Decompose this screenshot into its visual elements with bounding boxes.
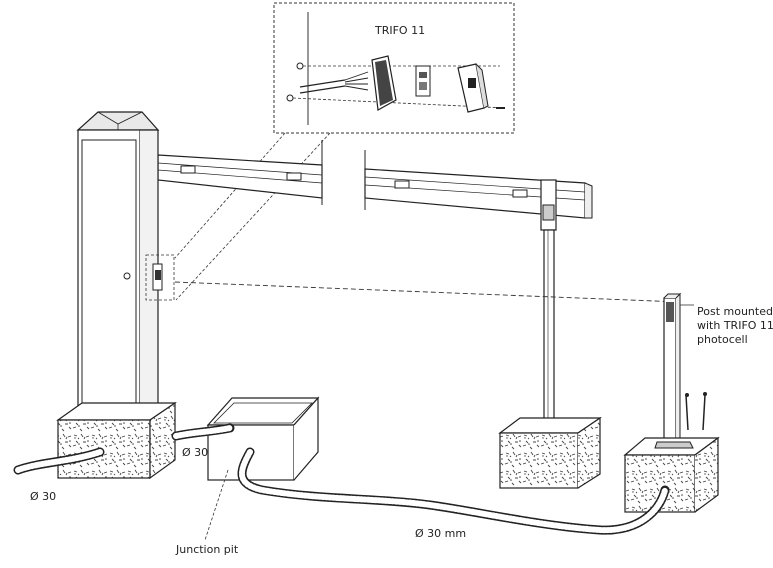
conduits xyxy=(13,423,670,535)
circuit-board xyxy=(415,65,431,97)
junction-pit-label: Junction pit xyxy=(176,543,239,556)
photocell-post xyxy=(663,292,707,444)
inset-detail-box xyxy=(273,2,515,134)
barrier-arm xyxy=(157,140,593,219)
photocell-beam xyxy=(174,281,681,303)
junction-pit-box xyxy=(206,396,320,481)
conduit-label-mid: Ø 30 xyxy=(182,446,209,459)
conduit-label-left: Ø 30 xyxy=(30,490,57,503)
barrier-cabinet xyxy=(76,111,175,421)
mounting-screws xyxy=(685,394,706,431)
cabinet-foundation xyxy=(56,401,177,480)
post-label-line3: photocell xyxy=(697,333,748,346)
inset-title: TRIFO 11 xyxy=(375,24,426,37)
arm-rest-post xyxy=(529,179,569,431)
cable xyxy=(299,71,369,94)
photocell-cover xyxy=(457,63,489,113)
cabinet-photocell xyxy=(145,254,175,301)
photocell-post-foundation xyxy=(623,436,720,513)
post-label-line1: Post mounted xyxy=(697,305,773,318)
conduit-label-right: Ø 30 mm xyxy=(415,527,467,540)
photocell-base xyxy=(371,55,397,111)
post-label-line2: with TRIFO 11 xyxy=(697,319,773,332)
rest-post-foundation xyxy=(498,416,602,489)
